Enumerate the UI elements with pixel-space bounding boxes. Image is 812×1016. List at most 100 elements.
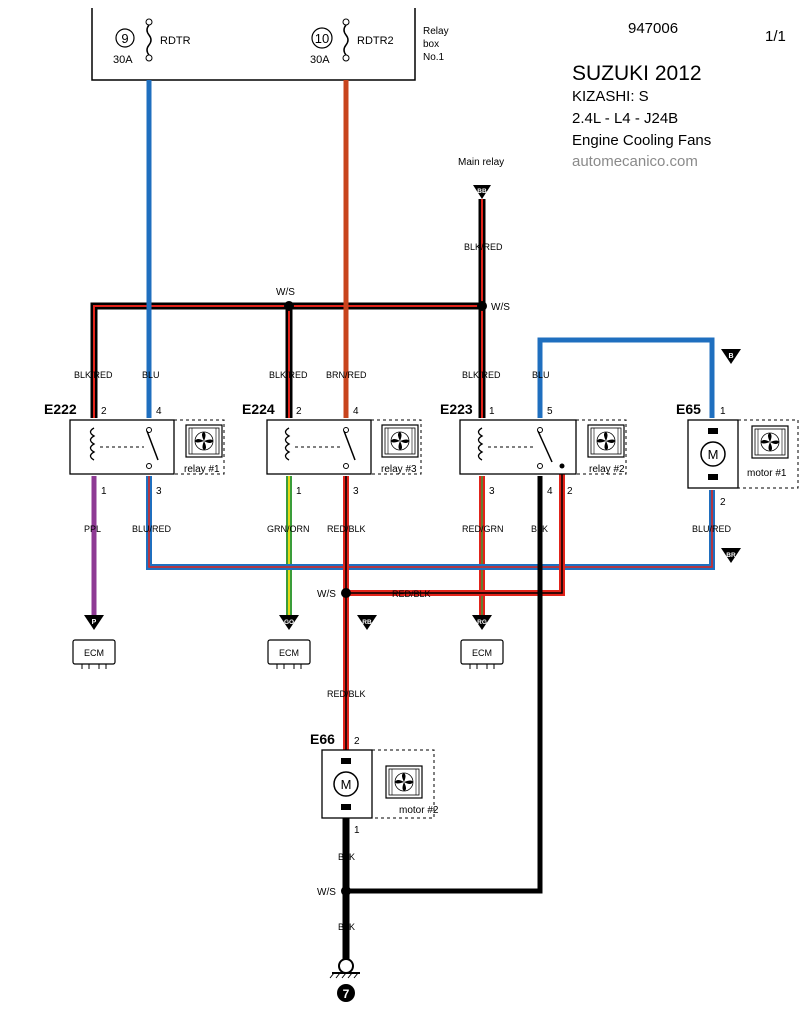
e222-pin-bl: 1 [101, 486, 107, 497]
e65-motor-symbol: M [708, 447, 719, 462]
label-e223-tr-wire: BLU [532, 370, 550, 380]
main-relay-label: Main relay [458, 157, 504, 168]
site: automecanico.com [572, 153, 698, 170]
page-number: 1/1 [765, 28, 786, 45]
splice-mid-label: W/S [317, 589, 336, 600]
doc-number: 947006 [628, 20, 679, 37]
ecm-rg: ECM [460, 639, 504, 670]
label-e224-tl-wire: BLK/RED [269, 370, 308, 380]
splice-bottom-label: W/S [317, 887, 336, 898]
ecm-rg-label: ECM [472, 648, 492, 658]
e223-pin-bl: 3 [489, 486, 495, 497]
e66-motor-symbol: M [341, 777, 352, 792]
e66-pin-top: 2 [354, 736, 360, 747]
fuse-9-number: 9 [121, 31, 128, 46]
label-e223-bl-wire: RED/GRN [462, 524, 504, 534]
splice-top-left-label: W/S [276, 287, 295, 298]
motor-e65 [687, 419, 799, 489]
e65-name: motor #1 [747, 468, 787, 479]
make-year: SUZUKI 2012 [572, 62, 702, 85]
label-red-blk-vertical: RED/BLK [327, 689, 366, 699]
e223-pin-4: 4 [547, 486, 553, 497]
e222-id: E222 [44, 401, 77, 417]
relay-box-label-2: box [423, 39, 439, 50]
connector-rb: RB [357, 615, 377, 630]
connector-br-label: BR [726, 552, 736, 559]
e66-id: E66 [310, 731, 335, 747]
relay-e223 [459, 419, 627, 475]
relay-e222 [69, 419, 225, 475]
e222-name: relay #1 [184, 464, 220, 475]
connector-rg: RG [472, 615, 492, 630]
fuse-10-amp: 30A [310, 54, 330, 66]
e65-pin-top: 1 [720, 406, 726, 417]
ground-number: 7 [343, 987, 350, 1001]
fuse-10: 10 RDTR2 30A [310, 18, 394, 66]
label-e223-b4-wire: BLK [531, 524, 548, 534]
splice-top-left [284, 301, 294, 311]
connector-go-label: GO [284, 619, 294, 626]
splice-bottom [341, 886, 351, 896]
connector-b: B [721, 349, 741, 364]
motor-e66 [321, 749, 435, 819]
connector-br: BR [721, 548, 741, 563]
e224-name: relay #3 [381, 464, 417, 475]
connector-go: GO [279, 615, 299, 630]
fuse-10-name: RDTR2 [357, 35, 394, 47]
wire-blu-red [146, 476, 715, 570]
label-e222-tl-wire: BLK/RED [74, 370, 113, 380]
ecm-go-label: ECM [279, 648, 299, 658]
e222-pin-br: 3 [156, 486, 162, 497]
relay-box-label-3: No.1 [423, 52, 445, 63]
label-main-relay-wire: BLK/RED [464, 242, 503, 252]
ecm-p-label: ECM [84, 648, 104, 658]
label-e224-tr-wire: BRN/RED [326, 370, 367, 380]
connector-rg-label: RG [477, 619, 487, 626]
e66-pin-bottom: 1 [354, 825, 360, 836]
e222-pin-tl: 2 [101, 406, 107, 417]
relay-e224 [266, 419, 422, 475]
ecm-p: ECM [72, 639, 116, 670]
e66-name: motor #2 [399, 805, 439, 816]
label-blk-upper: BLK [338, 852, 355, 862]
relay-box [91, 8, 416, 81]
splice-top-right [477, 301, 487, 311]
model: KIZASHI: S [572, 88, 649, 105]
fuse-9-amp: 30A [113, 54, 133, 66]
system-title: Engine Cooling Fans [572, 132, 712, 149]
e223-pin-tr: 5 [547, 406, 553, 417]
e223-pin-tl: 1 [489, 406, 495, 417]
connector-bb: BB [473, 185, 491, 199]
label-e222-br-wire: BLU/RED [132, 524, 172, 534]
label-e222-tr-wire: BLU [142, 370, 160, 380]
e223-id: E223 [440, 401, 473, 417]
e223-pin-2: 2 [567, 486, 573, 497]
relay-box-label-1: Relay [423, 26, 449, 37]
label-e223-tl-wire: BLK/RED [462, 370, 501, 380]
e65-pin-bottom: 2 [720, 497, 726, 508]
e224-id: E224 [242, 401, 275, 417]
ground-symbol: 7 [329, 958, 360, 1002]
label-e222-bl-wire: PPL [84, 524, 101, 534]
connector-p: P [84, 615, 104, 630]
e224-pin-tr: 4 [353, 406, 359, 417]
connector-rb-label: RB [362, 619, 372, 626]
e65-id: E65 [676, 401, 701, 417]
connector-p-label: P [92, 619, 97, 626]
fuse-9: 9 RDTR 30A [113, 18, 191, 66]
wire-blu-e223-e65 [537, 337, 715, 418]
label-e224-br-wire: RED/BLK [327, 524, 366, 534]
e224-pin-bl: 1 [296, 486, 302, 497]
e222-pin-tr: 4 [156, 406, 162, 417]
engine: 2.4L - L4 - J24B [572, 110, 679, 127]
fuse-10-number: 10 [315, 31, 329, 46]
connector-b-label: B [728, 353, 733, 360]
splice-top-right-label: W/S [491, 302, 510, 313]
connector-bb-label: BB [477, 188, 487, 195]
e224-pin-tl: 2 [296, 406, 302, 417]
label-e224-bl-wire: GRN/ORN [267, 524, 310, 534]
label-blk-lower: BLK [338, 922, 355, 932]
wire-blk [346, 476, 543, 894]
ecm-go: ECM [267, 639, 311, 670]
